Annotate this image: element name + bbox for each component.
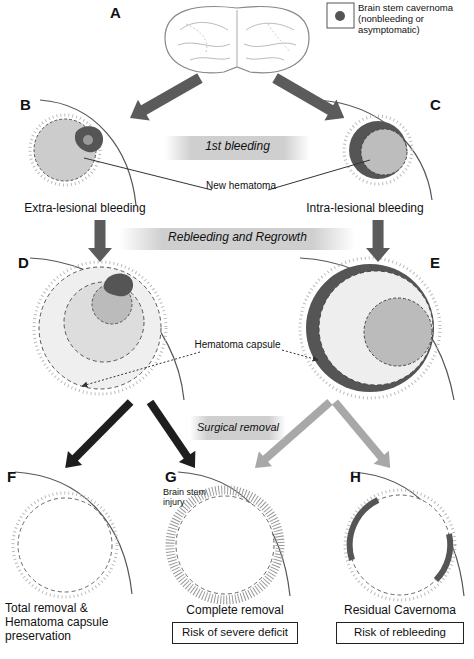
flow-arrow	[150, 402, 195, 468]
tissue-speckle	[345, 490, 455, 600]
tissue-speckle	[300, 258, 440, 398]
panel-letter: C	[430, 96, 450, 113]
panel-h-art	[345, 472, 464, 600]
cavernoma-core	[83, 135, 93, 145]
cavernoma-rim	[306, 264, 434, 392]
midline	[237, 10, 238, 66]
stage-panel: CIntra-lesional bleeding	[300, 118, 464, 220]
slice-outline	[165, 7, 309, 73]
stage-label: Risk of rebleeding	[337, 626, 463, 639]
brain-surface	[318, 100, 432, 200]
hematoma-capsule	[319, 271, 433, 385]
preserved-capsule	[18, 498, 112, 592]
panel-letter: E	[430, 254, 450, 271]
arrow-head	[366, 248, 390, 262]
cavernoma	[335, 11, 345, 21]
panel-caption: Extra-lesional bleeding	[10, 202, 160, 216]
stage-band: 1st bleeding	[165, 136, 310, 160]
arrow-head	[88, 248, 112, 262]
residual-cavernoma	[436, 534, 450, 580]
arrow-shaft	[95, 220, 106, 249]
resection-cavity	[176, 496, 274, 594]
stage-band: Surgical removal	[190, 416, 286, 440]
stage-panel: F Total removal & Hematoma capsule preser…	[5, 468, 145, 644]
arrow-head	[179, 451, 196, 468]
callout-label: Hematoma capsule	[190, 339, 285, 351]
stage-label: Risk of severe deficit	[173, 626, 297, 639]
arrow-head	[374, 451, 391, 468]
cavernoma	[75, 126, 103, 152]
flow-arrow	[65, 402, 130, 468]
panel-caption: Complete removal	[160, 604, 310, 618]
hematoma-capsule	[39, 267, 161, 389]
arrow-head	[255, 451, 272, 468]
brain-surface	[15, 472, 132, 594]
cavernoma	[104, 274, 133, 297]
flow-arrow	[366, 220, 390, 262]
brainstem-slice	[165, 3, 354, 73]
new-hematoma	[364, 298, 432, 366]
nuclei-lines	[186, 24, 290, 52]
panel-f-art	[13, 472, 132, 597]
residual-cavernoma	[350, 500, 378, 560]
arrow-shaft	[74, 402, 130, 459]
panel-letter: H	[350, 468, 370, 485]
flow-arrow	[335, 402, 390, 468]
brain-surface	[300, 258, 454, 400]
callout-label: New hematoma	[196, 180, 286, 192]
stage-panel: A Brain stem cavernoma (nonbleeding or as…	[105, 0, 470, 78]
tract-lines	[178, 22, 296, 60]
stage-panel: BExtra-lesional bleeding	[10, 118, 170, 220]
risk-box: Risk of severe deficit	[172, 622, 298, 644]
stage-panel: D	[10, 262, 190, 402]
panel-caption: Brain stem cavernoma (nonbleeding or asy…	[358, 3, 470, 36]
panel-letter: B	[20, 96, 40, 113]
risk-box: Risk of rebleeding	[336, 622, 464, 644]
resection-cavity	[350, 495, 450, 595]
panel-letter: F	[7, 468, 27, 485]
panel-letter: D	[18, 254, 38, 271]
zoom-box	[327, 3, 354, 28]
stage-label: Surgical removal	[190, 421, 286, 434]
stage-band: Rebleeding and Regrowth	[120, 228, 355, 250]
panel-b-art	[30, 100, 136, 205]
stage-label: 1st bleeding	[165, 140, 310, 154]
old-hematoma	[64, 282, 144, 362]
flow-arrow	[88, 220, 112, 262]
panel-caption: Intra-lesional bleeding	[290, 202, 440, 216]
tissue-speckle	[344, 116, 412, 184]
arrow-head	[324, 100, 344, 121]
arrow-shaft	[373, 220, 384, 249]
leader-line	[82, 352, 200, 386]
leader-line	[282, 350, 318, 360]
panel-caption: Total removal & Hematoma capsule preserv…	[5, 602, 145, 643]
panel-c-art	[318, 100, 432, 200]
panel-e-art	[300, 258, 454, 400]
arrow-shaft	[143, 78, 200, 111]
new-hematoma	[361, 129, 407, 175]
tissue-speckle	[13, 493, 117, 597]
brainstem-injury	[170, 490, 280, 600]
panel-letter: A	[110, 4, 130, 21]
stage-panel: E	[290, 262, 470, 402]
stage-label: Rebleeding and Regrowth	[120, 231, 355, 245]
arrow-shaft	[150, 402, 188, 457]
arrow-head	[130, 100, 150, 121]
arrow-head	[65, 451, 82, 468]
panel-caption: Residual Cavernoma	[330, 604, 470, 618]
cavernoma-rim	[349, 121, 407, 179]
tissue-speckle	[34, 262, 166, 394]
arrow-shaft	[275, 78, 331, 110]
arrow-shaft	[335, 402, 382, 458]
flow-arrow	[275, 78, 344, 120]
panel-letter: G	[165, 468, 185, 485]
flow-arrow	[130, 78, 200, 120]
callout-label: Brain stem injury	[163, 487, 223, 508]
stage-panel: Risk of rebleeding H Residual Cavernoma	[330, 468, 470, 653]
